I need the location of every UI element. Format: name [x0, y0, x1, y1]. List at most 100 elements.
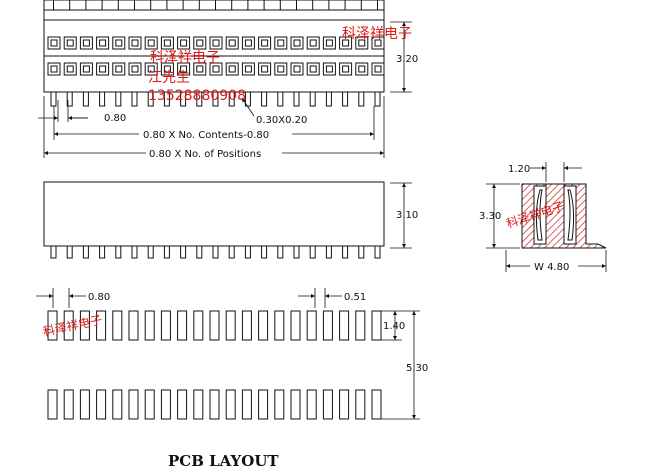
- contact-hole-inner: [196, 39, 204, 47]
- side-pin: [277, 245, 284, 259]
- contact-hole-inner: [180, 65, 188, 73]
- contact-hole: [128, 62, 142, 76]
- pin: [66, 91, 73, 107]
- side-pin: [196, 245, 203, 259]
- contact-hole-inner: [261, 65, 269, 73]
- side-pin: [293, 245, 300, 259]
- pin: [309, 91, 316, 107]
- pcb-pad: [63, 310, 74, 341]
- contact-hole-inner: [374, 65, 382, 73]
- contact-hole-inner: [99, 65, 107, 73]
- pcb-pad: [241, 389, 252, 420]
- contact-hole: [63, 62, 77, 76]
- contact-hole: [355, 36, 369, 50]
- side-pin: [82, 245, 89, 259]
- contact-hole: [339, 62, 353, 76]
- pin: [196, 91, 203, 107]
- pcb-pad: [355, 310, 366, 341]
- contact-hole: [47, 62, 61, 76]
- contact-hole-inner: [147, 65, 155, 73]
- pin: [115, 91, 122, 107]
- contact-hole-inner: [163, 39, 171, 47]
- pcb-pad: [79, 310, 90, 341]
- side-pin: [228, 245, 235, 259]
- pcb-pad: [241, 310, 252, 341]
- pcb-pad: [306, 389, 317, 420]
- side-pin: [212, 245, 219, 259]
- contact-hole-inner: [374, 39, 382, 47]
- contact-hole: [274, 36, 288, 50]
- pcb-pad: [306, 310, 317, 341]
- contact-hole-inner: [358, 39, 366, 47]
- contact-hole: [241, 36, 255, 50]
- contact-hole: [290, 36, 304, 50]
- contact-hole-inner: [180, 39, 188, 47]
- contact-hole-inner: [196, 65, 204, 73]
- pcb-pad: [193, 389, 204, 420]
- contact-hole-inner: [277, 65, 285, 73]
- side-view-pins: [50, 245, 381, 259]
- pin-size-label: 0.30X0.20: [256, 115, 307, 126]
- contact-hole: [144, 36, 158, 50]
- watermark-phone: 13528880908: [148, 88, 246, 104]
- contact-hole: [112, 36, 126, 50]
- contact-hole: [177, 36, 191, 50]
- pcb-pad: [177, 389, 188, 420]
- contact-hole: [79, 62, 93, 76]
- pcb-pad: [322, 310, 333, 341]
- contact-hole-inner: [50, 39, 58, 47]
- contact-hole-inner: [212, 39, 220, 47]
- watermark-company-top: 科泽祥电子: [342, 26, 412, 42]
- contact-hole: [339, 36, 353, 50]
- contact-hole: [79, 36, 93, 50]
- pin: [342, 91, 349, 107]
- contact-hole-inner: [358, 65, 366, 73]
- side-view-height-label: 3.10: [396, 210, 418, 221]
- cross-section-top-width-label: 1.20: [508, 164, 530, 175]
- contact-hole: [177, 62, 191, 76]
- contents-formula-label: 0.80 X No. Contents-0.80: [143, 130, 269, 141]
- contact-hole-inner: [309, 65, 317, 73]
- contact-hole: [355, 62, 369, 76]
- contact-hole: [371, 62, 385, 76]
- contact-hole: [193, 36, 207, 50]
- contact-hole-inner: [66, 65, 74, 73]
- pcb-pad: [112, 310, 123, 341]
- contact-hole-inner: [115, 39, 123, 47]
- lower-pins: [50, 91, 381, 107]
- pcb-pad-length-label: 1.40: [383, 321, 405, 332]
- pin: [82, 91, 89, 107]
- pcb-pad: [144, 389, 155, 420]
- side-pin: [163, 245, 170, 259]
- pcb-pad-width-label: 0.51: [344, 292, 366, 303]
- side-pin: [325, 245, 332, 259]
- contact-hole: [209, 36, 223, 50]
- contact-hole: [322, 62, 336, 76]
- pcb-pad: [47, 310, 58, 341]
- contact-hole-inner: [325, 39, 333, 47]
- pcb-row-span-label: 5.30: [406, 363, 428, 374]
- pcb-pad: [258, 310, 269, 341]
- pcb-pad: [79, 389, 90, 420]
- contact-hole-inner: [261, 39, 269, 47]
- pcb-pad: [177, 310, 188, 341]
- contact-hole-inner: [325, 65, 333, 73]
- top-view-dimensions: [38, 21, 412, 158]
- side-pin: [115, 245, 122, 259]
- pin: [261, 91, 268, 107]
- contact-hole: [225, 62, 239, 76]
- pin: [358, 91, 365, 107]
- pcb-pad: [274, 389, 285, 420]
- pcb-pad: [371, 389, 382, 420]
- contact-hole-inner: [147, 39, 155, 47]
- pcb-pad: [96, 310, 107, 341]
- pcb-pad: [225, 389, 236, 420]
- top-view: [43, 0, 385, 107]
- pcb-pad: [339, 310, 350, 341]
- contact-hole-inner: [309, 39, 317, 47]
- pcb-pad: [128, 389, 139, 420]
- pcb-pad: [47, 389, 58, 420]
- top-view-height-label: 3.20: [396, 54, 418, 65]
- side-pin: [342, 245, 349, 259]
- pin: [325, 91, 332, 107]
